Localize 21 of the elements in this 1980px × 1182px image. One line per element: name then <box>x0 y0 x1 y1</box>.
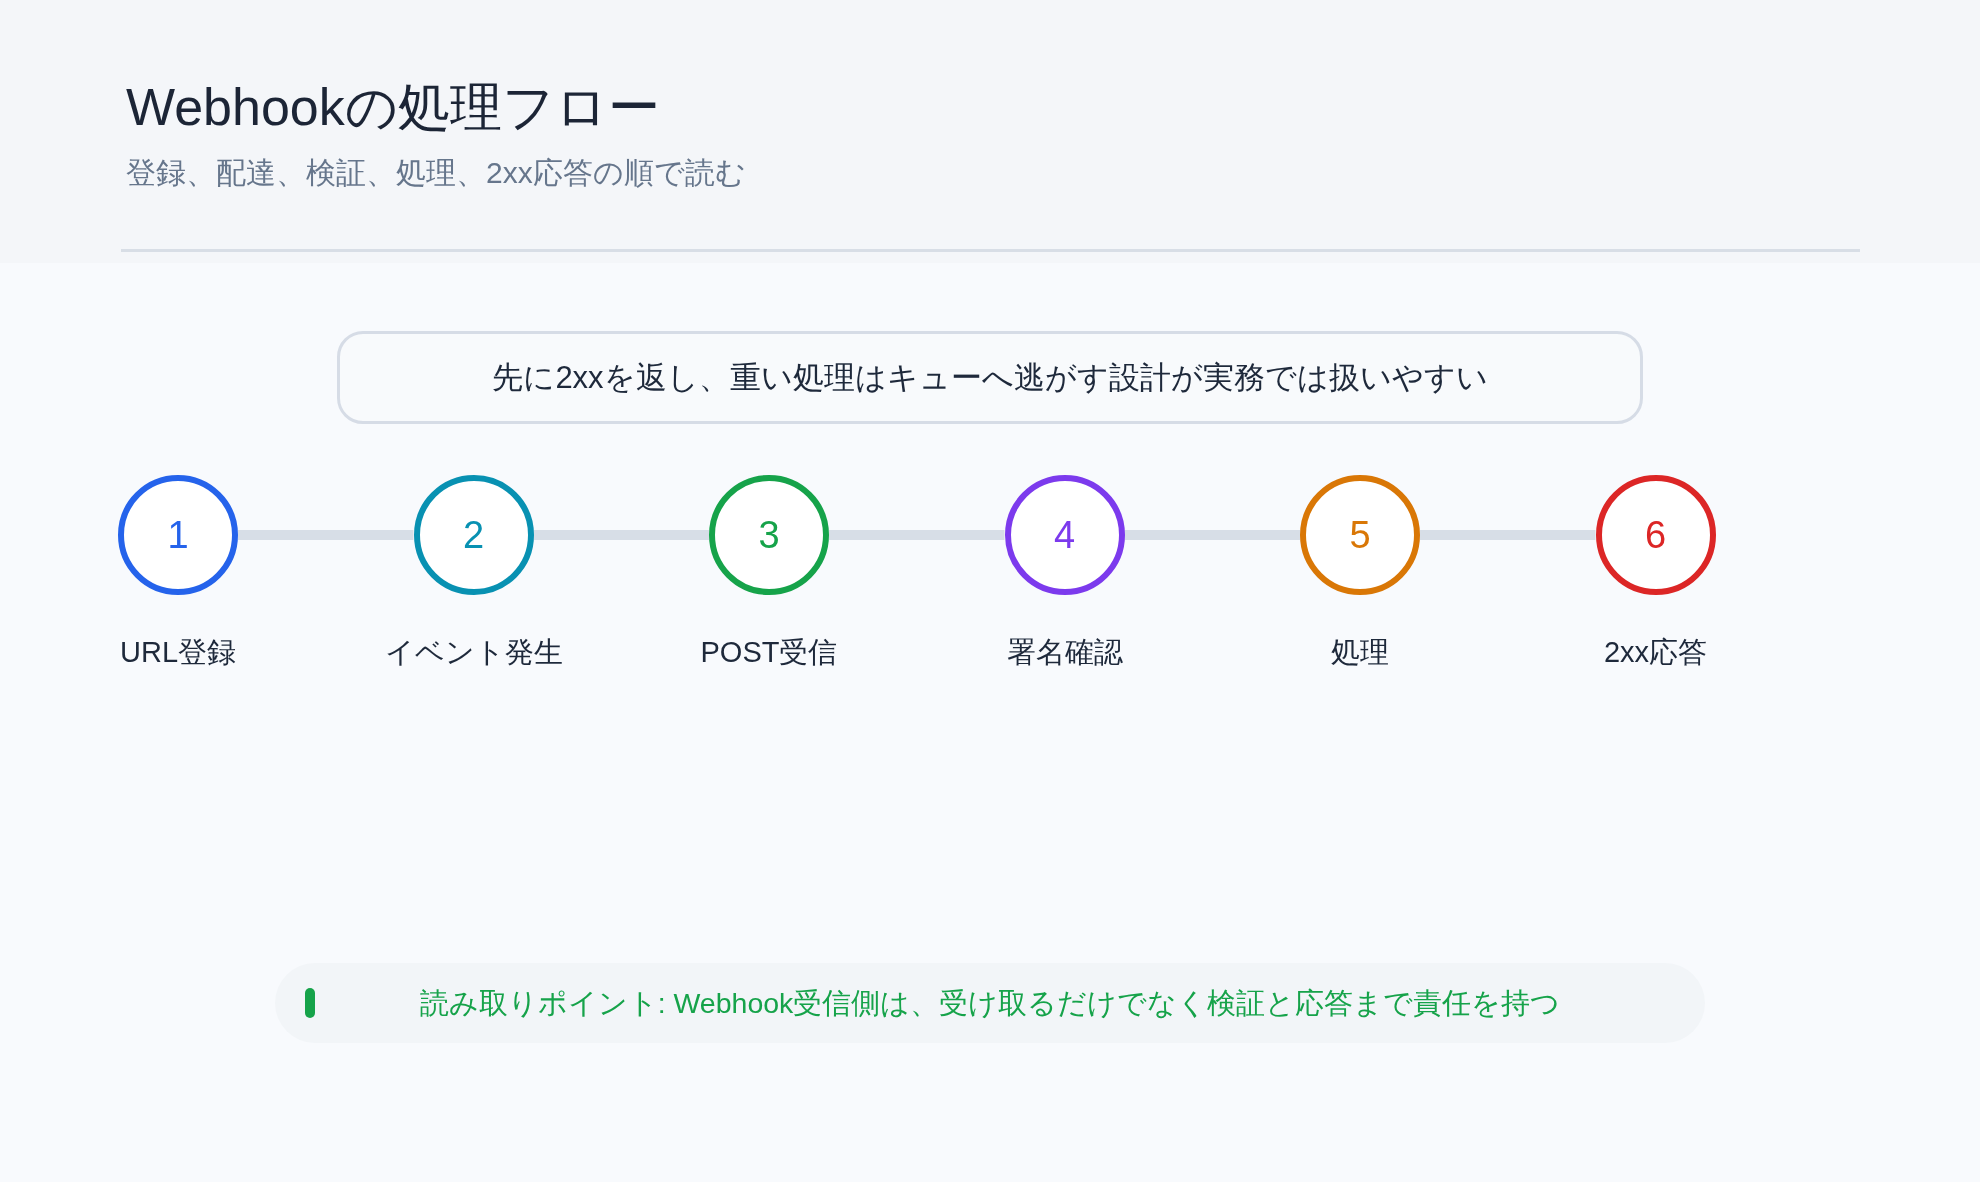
step-circle: 2 <box>413 475 534 595</box>
step-label: URL登録 <box>120 635 236 670</box>
step-circle: 6 <box>1595 475 1716 595</box>
step-circle: 4 <box>1004 475 1125 595</box>
step-circle: 3 <box>709 475 829 595</box>
step-label: 処理 <box>1331 635 1389 670</box>
connector-line <box>533 530 709 540</box>
step-label: POST受信 <box>700 635 838 670</box>
step-circle: 5 <box>1300 475 1420 595</box>
step-label: 2xx応答 <box>1603 635 1708 670</box>
connector-line <box>829 530 1005 540</box>
connector-line <box>1420 530 1596 540</box>
callout-text: 読み取りポイント: Webhook受信側は、受け取るだけでなく検証と応答まで責任を持つ <box>419 986 1561 1021</box>
connector-line <box>1124 530 1300 540</box>
note-box: 先に2xxを返し、重い処理はキューへ逃がす設計が実務では扱いやすい <box>337 331 1643 424</box>
step-label: イベント発生 <box>384 635 563 670</box>
connector-line <box>238 530 414 540</box>
step-label: 署名確認 <box>1006 635 1123 670</box>
title: Webhookの処理フロー <box>126 77 660 138</box>
step-circle: 1 <box>118 475 238 595</box>
subtitle: 登録、配達、検証、処理、2xx応答の順で読む <box>126 155 746 191</box>
